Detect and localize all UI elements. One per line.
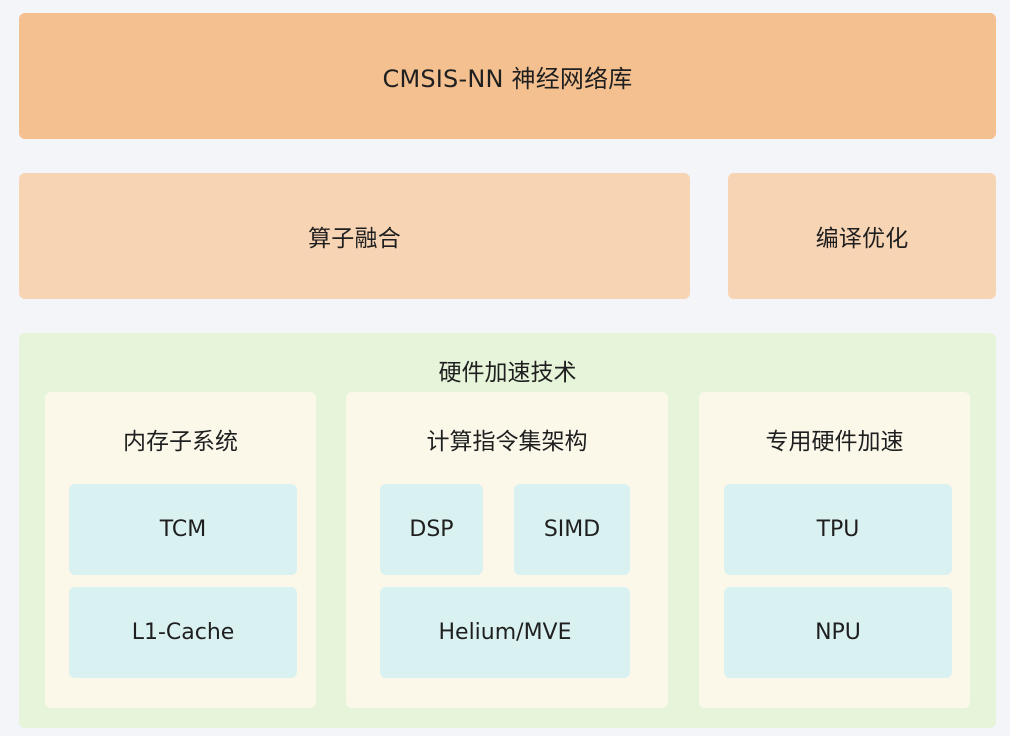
operator-fusion-label: 算子融合 (308, 226, 401, 252)
simd-block: SIMD (514, 484, 630, 575)
l1-cache-block: L1-Cache (69, 587, 297, 678)
dsp-block: DSP (380, 484, 483, 575)
memory-subsystem-panel: 内存子系统 TCM L1-Cache (45, 392, 316, 708)
cmsis-nn-label: CMSIS-NN 神经网络库 (382, 64, 633, 93)
memory-subsystem-title: 内存子系统 (123, 429, 238, 455)
hardware-acceleration-title: 硬件加速技术 (438, 360, 577, 386)
dedicated-accelerator-panel: 专用硬件加速 TPU NPU (699, 392, 970, 708)
compile-optimization-block: 编译优化 (728, 173, 996, 299)
tpu-label: TPU (816, 517, 860, 542)
compile-optimization-label: 编译优化 (815, 226, 909, 252)
l1-cache-label: L1-Cache (131, 620, 235, 645)
isa-panel: 计算指令集架构 DSP SIMD Helium/MVE (346, 392, 668, 708)
tpu-block: TPU (724, 484, 952, 575)
hardware-acceleration-container: 硬件加速技术 内存子系统 TCM L1-Cache 计算指令集架构 DSP SI… (19, 333, 996, 728)
tcm-label: TCM (159, 517, 207, 542)
npu-block: NPU (724, 587, 952, 678)
cmsis-nn-layer: CMSIS-NN 神经网络库 (19, 13, 996, 139)
helium-mve-block: Helium/MVE (380, 587, 630, 678)
helium-mve-label: Helium/MVE (438, 620, 572, 645)
dedicated-accelerator-title: 专用硬件加速 (765, 429, 904, 455)
isa-title: 计算指令集架构 (426, 429, 588, 455)
dsp-label: DSP (409, 517, 454, 542)
tcm-block: TCM (69, 484, 297, 575)
npu-label: NPU (815, 620, 861, 645)
simd-label: SIMD (543, 517, 601, 542)
operator-fusion-block: 算子融合 (19, 173, 690, 299)
